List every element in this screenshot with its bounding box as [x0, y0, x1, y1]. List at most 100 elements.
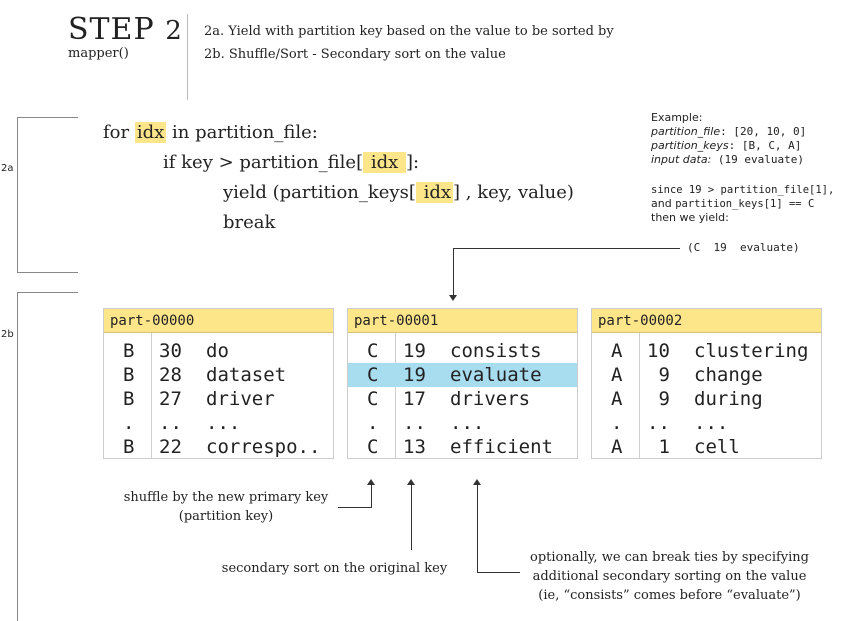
- secondary-connector-v: [411, 484, 412, 550]
- row-word: ...: [694, 412, 729, 434]
- annotation-secondary-sort: secondary sort on the original key: [221, 561, 448, 576]
- partition-row: C 17 drivers: [348, 387, 577, 411]
- row-number: 22: [159, 436, 182, 458]
- row-number: 17: [403, 388, 426, 410]
- ties-connector-h: [477, 572, 520, 573]
- example-since-line: since 19 > partition_file[1],: [651, 184, 835, 196]
- row-word: drivers: [450, 388, 531, 410]
- arrow-up-icon: [407, 479, 415, 485]
- row-number: 27: [159, 388, 182, 410]
- row-word: change: [694, 364, 763, 386]
- row-word: during: [694, 388, 763, 410]
- row-key: .: [611, 412, 623, 434]
- row-key: B: [123, 364, 135, 386]
- row-word: cell: [694, 436, 740, 458]
- row-key: C: [367, 364, 379, 386]
- row-key: C: [367, 388, 379, 410]
- row-number: 30: [159, 340, 182, 362]
- idx-highlight: idx: [363, 152, 406, 173]
- partition-row: B 28 dataset: [104, 363, 333, 387]
- row-number: 10: [647, 340, 670, 362]
- row-key: A: [611, 436, 623, 458]
- row-number: 13: [403, 436, 426, 458]
- step-line-2a: 2a. Yield with partition key based on th…: [204, 24, 614, 39]
- shuffle-connector-v: [371, 484, 372, 507]
- section-bracket-2b: [17, 292, 78, 621]
- example-partition-file: partition_file: [20, 10, 0]: [651, 125, 807, 138]
- row-number: 19: [403, 364, 426, 386]
- row-word: efficient: [450, 436, 553, 458]
- partition-row: ......: [592, 411, 821, 435]
- shuffle-connector-h: [338, 507, 372, 508]
- section-bracket-2a: [17, 117, 78, 273]
- arrow-up-icon: [367, 479, 375, 485]
- row-number: ..: [647, 412, 670, 434]
- row-key: A: [611, 340, 623, 362]
- row-number: 28: [159, 364, 182, 386]
- code-line-if: if key > partition_file[ idx ]:: [163, 152, 420, 173]
- row-word: consists: [450, 340, 542, 362]
- partition-header: part-00001: [348, 309, 577, 333]
- partition-row: B 22 correspo..: [104, 435, 333, 459]
- partition-row: A 9 during: [592, 387, 821, 411]
- annotation-break-ties: optionally, we can break ties by specify…: [530, 550, 809, 603]
- row-key: .: [123, 412, 135, 434]
- row-number: 9: [647, 388, 670, 410]
- row-number: 9: [647, 364, 670, 386]
- row-key: B: [123, 436, 135, 458]
- row-number: 1: [647, 436, 670, 458]
- row-word: correspo..: [206, 436, 321, 458]
- row-key: B: [123, 340, 135, 362]
- row-number: 19: [403, 340, 426, 362]
- partition-separator: [639, 333, 640, 458]
- step-subtitle: mapper(): [68, 46, 129, 61]
- row-word: dataset: [206, 364, 287, 386]
- row-word: evaluate: [450, 364, 542, 386]
- step-title: STEP 2: [68, 12, 183, 47]
- row-word: clustering: [694, 340, 809, 362]
- partition-row: C 13 efficient: [348, 435, 577, 459]
- example-input-data: input data: (19 evaluate): [651, 153, 804, 166]
- row-key: .: [367, 412, 379, 434]
- example-heading: Example:: [651, 111, 703, 124]
- example-partition-keys: partition_keys: [B, C, A]: [651, 139, 802, 152]
- row-number: ..: [159, 412, 182, 434]
- partition-row: A 10 clustering: [592, 339, 821, 363]
- code-line-for: for idx in partition_file:: [103, 122, 318, 143]
- example-result: (C 19 evaluate): [687, 241, 800, 254]
- idx-highlight: idx: [134, 122, 167, 143]
- code-line-break: break: [223, 212, 276, 233]
- partition-row: ......: [348, 411, 577, 435]
- ties-connector-v: [477, 484, 478, 572]
- row-key: C: [367, 436, 379, 458]
- row-key: B: [123, 388, 135, 410]
- row-number: ..: [403, 412, 426, 434]
- row-word: ...: [206, 412, 241, 434]
- idx-highlight: idx: [415, 182, 454, 203]
- arrow-up-icon: [473, 479, 481, 485]
- partition-row: A 1 cell: [592, 435, 821, 459]
- row-key: C: [367, 340, 379, 362]
- arrow-down-icon: [449, 295, 457, 301]
- partition-header: part-00000: [104, 309, 333, 333]
- partition-separator: [151, 333, 152, 458]
- partition-row: B 30 do: [104, 339, 333, 363]
- example-and-line: and partition_keys[1] == C: [651, 197, 815, 210]
- annotation-shuffle: shuffle by the new primary key (partitio…: [123, 490, 329, 524]
- row-key: A: [611, 388, 623, 410]
- partition-row: C 19 consists: [348, 339, 577, 363]
- row-word: ...: [450, 412, 485, 434]
- example-then-line: then we yield:: [651, 211, 729, 224]
- result-connector-v: [453, 248, 454, 296]
- section-label-2a: 2a: [1, 163, 14, 174]
- step-number: 2: [165, 16, 183, 46]
- partition-header: part-00002: [592, 309, 821, 333]
- code-line-yield: yield (partition_keys[ idx] , key, value…: [223, 182, 574, 203]
- row-word: do: [206, 340, 229, 362]
- partition-row: ......: [104, 411, 333, 435]
